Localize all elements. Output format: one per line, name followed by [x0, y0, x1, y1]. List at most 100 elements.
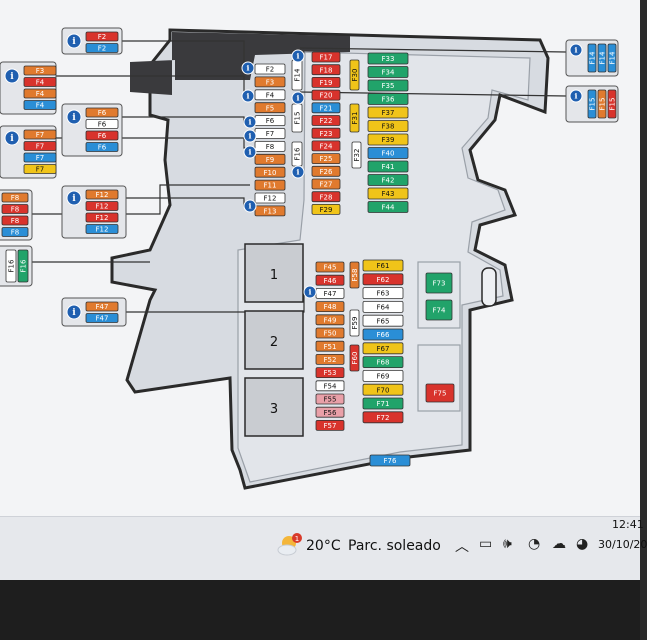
fuse-f65[interactable]: F65 — [362, 314, 404, 327]
fuse-f15[interactable]: F15 — [607, 89, 617, 119]
info-icon[interactable]: i — [291, 165, 305, 179]
fuse-f16[interactable]: F16 — [5, 249, 17, 283]
info-icon[interactable]: i — [66, 109, 82, 125]
fuse-f15[interactable]: F15 — [291, 103, 303, 133]
fuse-f62[interactable]: F62 — [362, 273, 404, 286]
info-icon[interactable]: i — [241, 61, 255, 75]
fuse-f7[interactable]: F7 — [23, 152, 57, 163]
fuse-f47[interactable]: F47 — [315, 287, 345, 299]
fuse-f4[interactable]: F4 — [254, 89, 286, 101]
fuse-f58[interactable]: F58 — [349, 261, 360, 289]
info-icon[interactable]: i — [66, 304, 82, 320]
app-icon[interactable]: ◕ — [576, 536, 589, 552]
fuse-f48[interactable]: F48 — [315, 301, 345, 313]
fuse-f60[interactable]: F60 — [349, 344, 360, 372]
fuse-f3[interactable]: F3 — [23, 65, 57, 76]
fuse-f29[interactable]: F29 — [311, 203, 341, 215]
fuse-f14[interactable]: F14 — [587, 43, 597, 73]
fuse-f15[interactable]: F15 — [597, 89, 607, 119]
fuse-f16[interactable]: F16 — [291, 141, 303, 167]
fuse-f10[interactable]: F10 — [254, 166, 286, 178]
info-icon[interactable]: i — [291, 49, 305, 63]
fuse-f12[interactable]: F12 — [85, 212, 119, 223]
fuse-f18[interactable]: F18 — [311, 64, 341, 76]
fuse-f14[interactable]: F14 — [607, 43, 617, 73]
fuse-f8[interactable]: F8 — [1, 204, 29, 214]
fuse-f42[interactable]: F42 — [367, 174, 409, 186]
fuse-f45[interactable]: F45 — [315, 261, 345, 273]
fuse-f26[interactable]: F26 — [311, 165, 341, 177]
clock-date[interactable]: 30/10/20 — [598, 538, 647, 551]
fuse-f44[interactable]: F44 — [367, 201, 409, 213]
fuse-f11[interactable]: F11 — [254, 179, 286, 191]
info-icon[interactable]: i — [303, 285, 317, 299]
fuse-f51[interactable]: F51 — [315, 340, 345, 352]
fuse-f14[interactable]: F14 — [597, 43, 607, 73]
fuse-f54[interactable]: F54 — [315, 380, 345, 392]
fuse-f69[interactable]: F69 — [362, 369, 404, 382]
fuse-f73[interactable]: F73 — [425, 272, 453, 294]
fuse-f7[interactable]: F7 — [23, 129, 57, 140]
info-icon[interactable]: i — [4, 130, 20, 146]
fuse-f24[interactable]: F24 — [311, 140, 341, 152]
cloud-icon[interactable]: ☁ — [552, 536, 566, 552]
fuse-f52[interactable]: F52 — [315, 353, 345, 365]
fuse-f35[interactable]: F35 — [367, 79, 409, 92]
fuse-f17[interactable]: F17 — [311, 51, 341, 63]
fuse-f6[interactable]: F6 — [85, 107, 119, 118]
fuse-f36[interactable]: F36 — [367, 93, 409, 105]
fuse-f41[interactable]: F41 — [367, 160, 409, 173]
fuse-f14[interactable]: F14 — [291, 59, 303, 91]
relay-1[interactable]: 1 — [244, 243, 304, 303]
fuse-f55[interactable]: F55 — [315, 393, 345, 405]
fuse-f12[interactable]: F12 — [85, 201, 119, 211]
fuse-f39[interactable]: F39 — [367, 133, 409, 146]
volume-icon[interactable]: 🕪 — [503, 536, 512, 552]
fuse-f13[interactable]: F13 — [254, 205, 286, 217]
chevron-up-icon[interactable]: ︿ — [455, 539, 469, 555]
fuse-f38[interactable]: F38 — [367, 120, 409, 132]
fuse-f8[interactable]: F8 — [1, 227, 29, 237]
fuse-f7[interactable]: F7 — [254, 128, 286, 139]
fuse-f50[interactable]: F50 — [315, 327, 345, 339]
info-icon[interactable]: i — [241, 89, 255, 103]
temperature[interactable]: 20°C — [306, 538, 341, 554]
info-icon[interactable]: i — [243, 199, 257, 213]
fuse-f76[interactable]: F76 — [369, 454, 411, 467]
fuse-f7[interactable]: F7 — [23, 141, 57, 151]
fuse-f71[interactable]: F71 — [362, 397, 404, 410]
fuse-f46[interactable]: F46 — [315, 274, 345, 286]
fuse-f64[interactable]: F64 — [362, 300, 404, 313]
fuse-f9[interactable]: F9 — [254, 153, 286, 165]
fuse-f31[interactable]: F31 — [349, 103, 360, 133]
fuse-f2[interactable]: F2 — [85, 43, 119, 53]
fuse-f15[interactable]: F15 — [587, 89, 597, 119]
sun-cloud-icon[interactable]: 1 — [276, 532, 302, 558]
fuse-f34[interactable]: F34 — [367, 66, 409, 78]
fuse-f6[interactable]: F6 — [85, 119, 119, 129]
fuse-f4[interactable]: F4 — [23, 88, 57, 99]
fuse-f8[interactable]: F8 — [254, 140, 286, 152]
fuse-f8[interactable]: F8 — [1, 192, 29, 203]
fuse-f40[interactable]: F40 — [367, 147, 409, 159]
wifi-icon[interactable]: ◔ — [528, 536, 541, 552]
fuse-f25[interactable]: F25 — [311, 153, 341, 165]
fuse-f74[interactable]: F74 — [425, 299, 453, 321]
fuse-f19[interactable]: F19 — [311, 77, 341, 88]
fuse-f72[interactable]: F72 — [362, 411, 404, 424]
fuse-f27[interactable]: F27 — [311, 178, 341, 190]
fuse-f68[interactable]: F68 — [362, 356, 404, 369]
fuse-f67[interactable]: F67 — [362, 342, 404, 355]
info-icon[interactable]: i — [291, 91, 305, 105]
fuse-f32[interactable]: F32 — [351, 141, 362, 169]
fuse-f63[interactable]: F63 — [362, 287, 404, 300]
info-icon[interactable]: i — [4, 68, 20, 84]
fuse-f8[interactable]: F8 — [1, 215, 29, 226]
fuse-f53[interactable]: F53 — [315, 367, 345, 379]
